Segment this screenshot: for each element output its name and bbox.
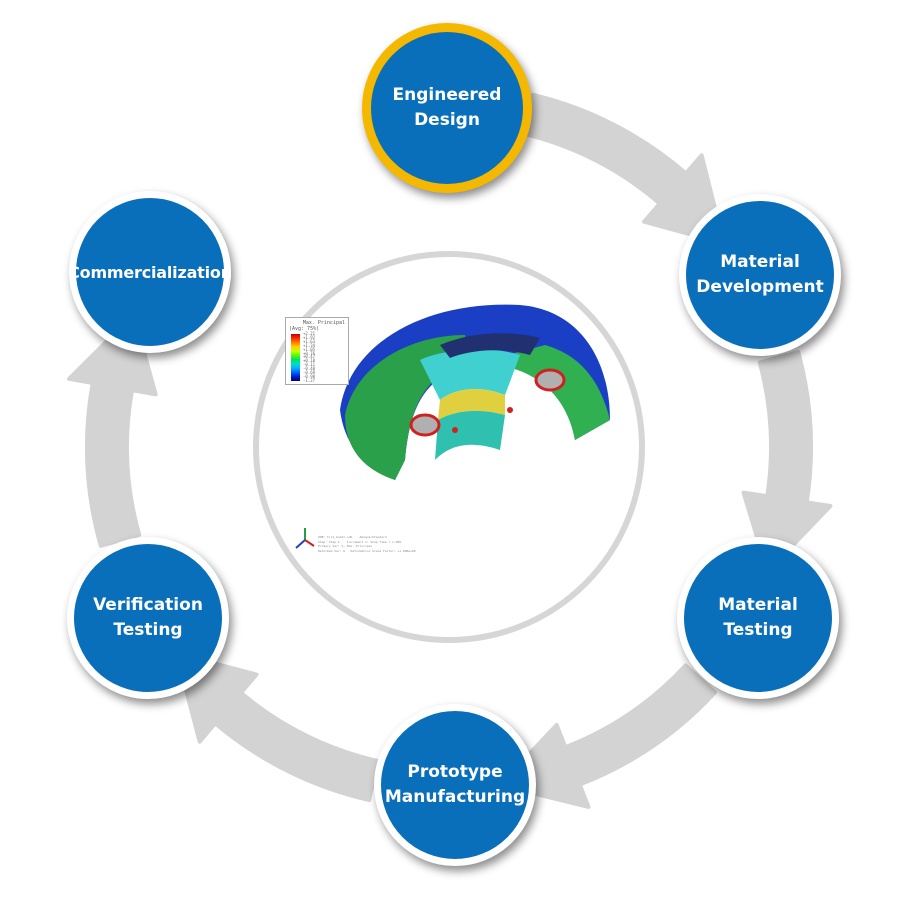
arrows-group [67, 92, 833, 809]
legend-tick: +1.63 [303, 338, 316, 344]
node-label: Verification Testing [93, 595, 203, 640]
legend-tick: -1.27 [303, 377, 316, 383]
legend-tick: -0.11 [303, 362, 316, 368]
legend-tick: +0.76 [303, 350, 316, 356]
node-label: Material Development [696, 252, 824, 297]
legend-tick: +1.92 [303, 334, 316, 340]
node-engineered-design[interactable]: Engineered Design [362, 23, 532, 193]
node-commercialization[interactable]: Commercialization [68, 191, 232, 353]
legend-tick: -0.98 [303, 373, 316, 379]
node-label: Engineered Design [392, 85, 502, 130]
fea-legend: Max. Principal (Avg: 75%) +2.21+1.92+1.6… [285, 317, 349, 385]
axis-triad-icon [295, 528, 315, 549]
footer-line: ODB: tire_model.odb Abaqus/Standard [318, 535, 387, 539]
arrow-engineered-design-to-material-development [521, 92, 726, 246]
node-label: Commercialization [68, 262, 232, 282]
legend-title: Max. Principal [302, 320, 345, 326]
arrow-prototype-manufacturing-to-verification-testing [174, 651, 381, 803]
node-label: Prototype Manufacturing [384, 762, 526, 807]
footer-line: Deformed Var: U Deformation Scale Factor… [318, 548, 416, 553]
node-prototype-manufacturing[interactable]: Prototype Manufacturing [374, 704, 536, 866]
legend-tick: +0.18 [303, 358, 316, 364]
footer-line: Step: Step-1 Increment 1: Step Time = 1.… [318, 539, 402, 544]
legend-tick: +2.21 [303, 331, 316, 336]
footer-line: Primary Var: S, Max. Principal [318, 544, 373, 548]
legend-colorbar [291, 334, 300, 381]
legend-tick: +1.05 [303, 346, 316, 352]
fea-tire-image [340, 304, 610, 480]
node-verification-testing[interactable]: Verification Testing [67, 537, 229, 699]
arrow-material-development-to-material-testing [741, 350, 833, 574]
node-label: Material Testing [718, 595, 798, 640]
legend-tick: +0.47 [303, 354, 316, 360]
legend-subtitle: (Avg: 75%) [289, 326, 320, 332]
legend-tick: -0.40 [303, 366, 316, 372]
node-material-testing[interactable]: Material Testing [677, 537, 839, 699]
legend-ticks: +2.21+1.92+1.63+1.34+1.05+0.76+0.47+0.18… [303, 332, 315, 383]
legend-tick: +1.34 [303, 342, 316, 348]
center-ring [253, 251, 645, 643]
node-material-development[interactable]: Material Development [679, 194, 841, 356]
legend-tick: -0.69 [303, 370, 316, 376]
